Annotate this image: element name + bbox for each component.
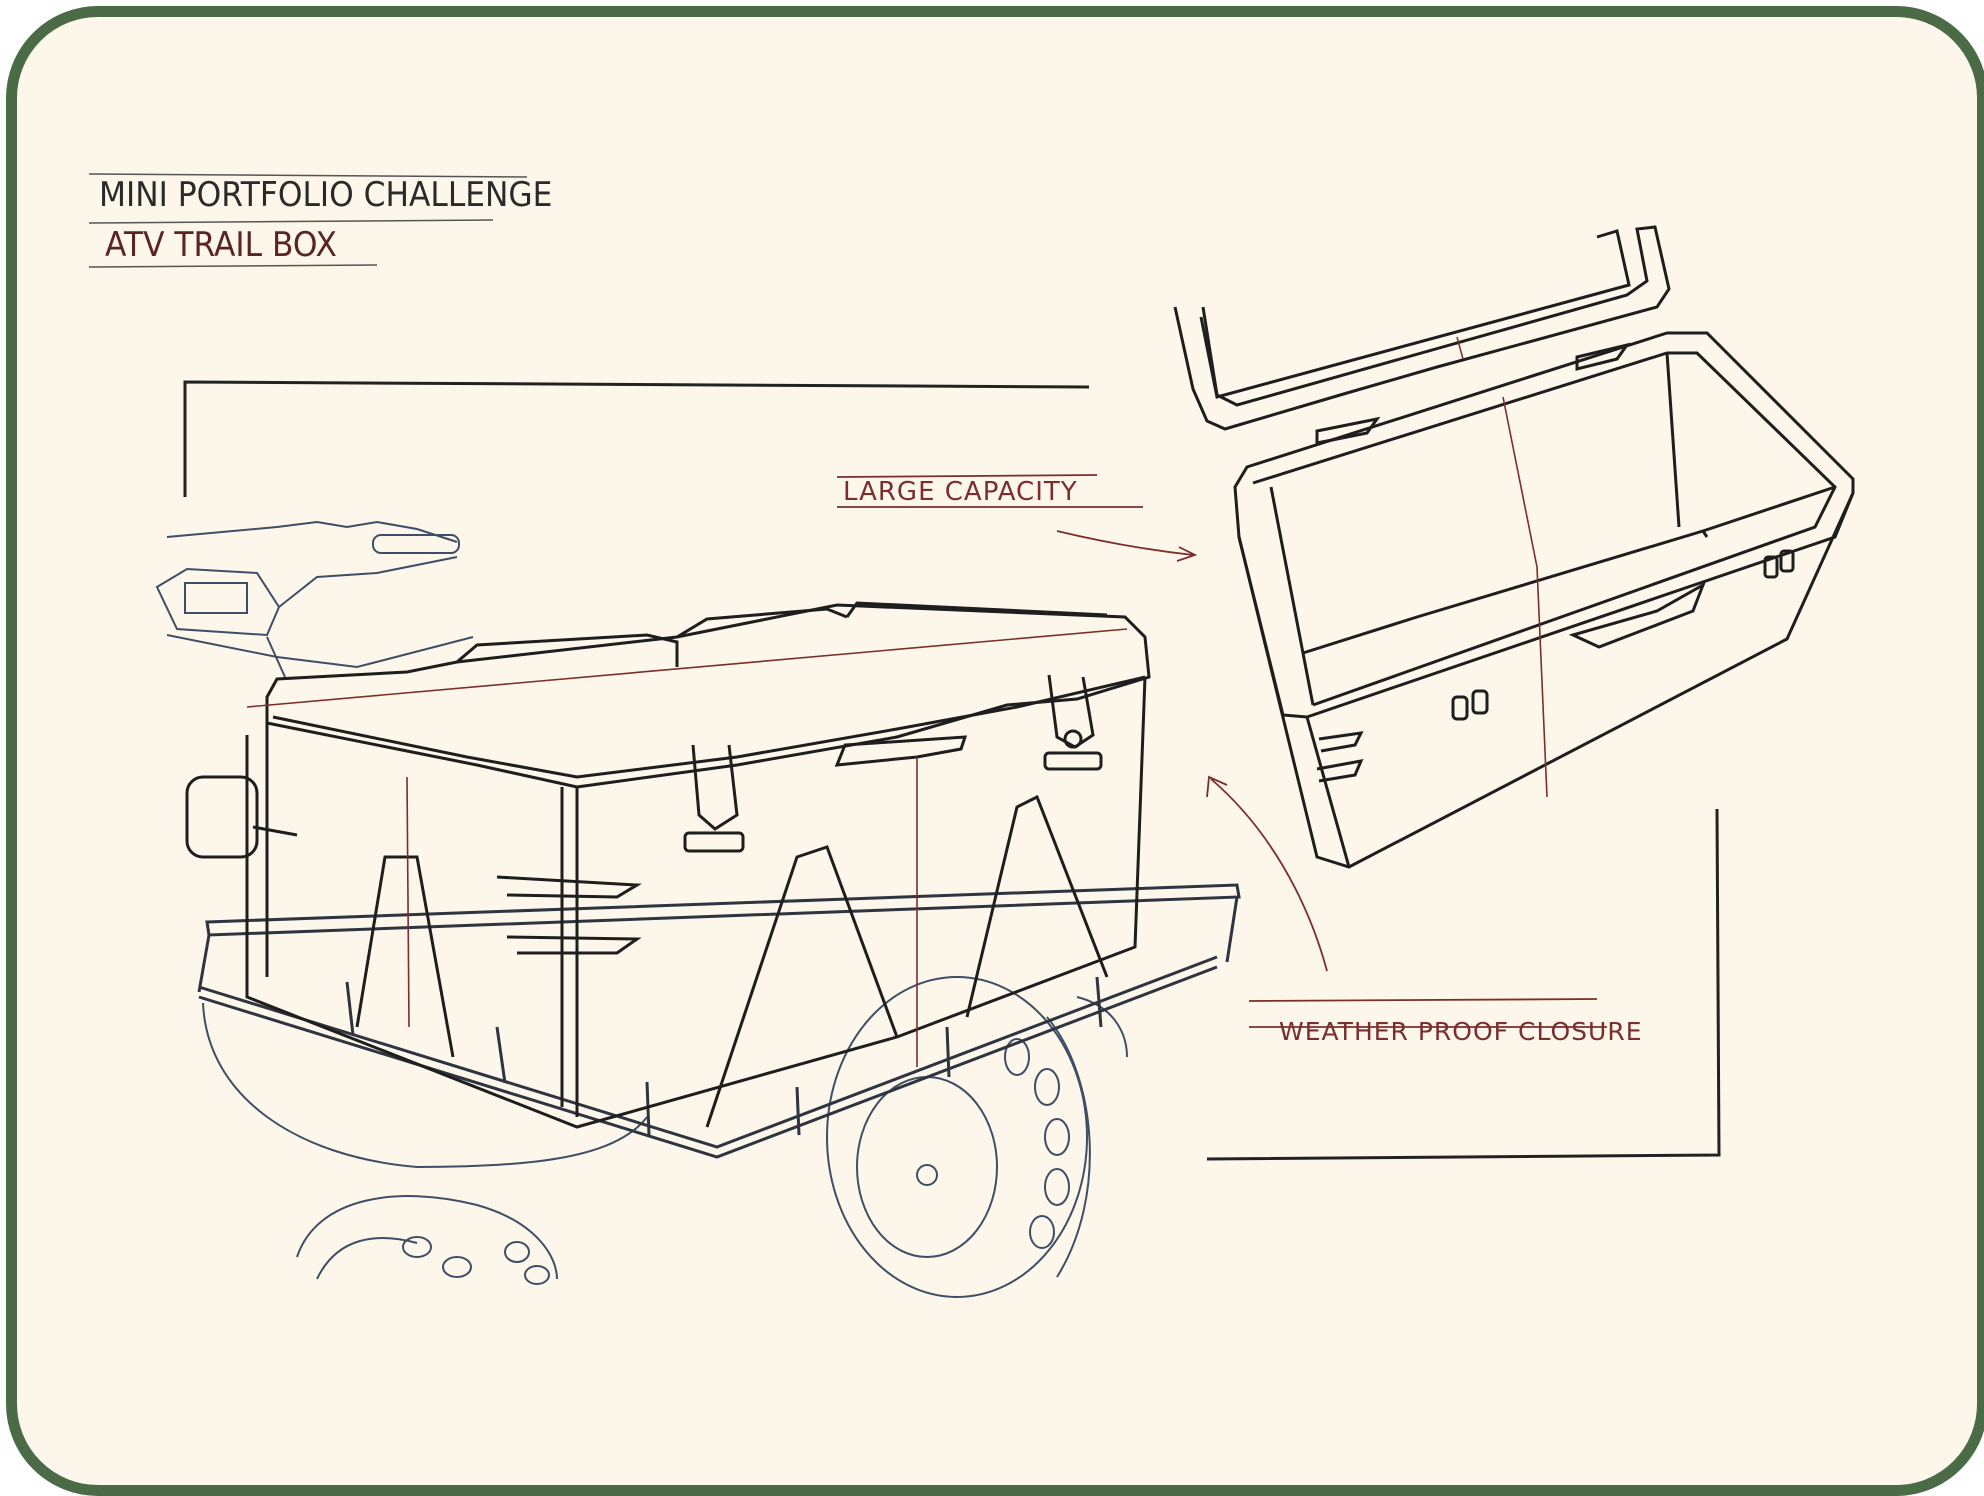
sketch-sheet: MINI PORTFOLIO CHALLENGE ATV TRAIL BOX L… [6, 6, 1984, 1496]
title-line-1: MINI PORTFOLIO CHALLENGE [99, 175, 553, 215]
rack [197, 883, 1241, 1159]
callout-weather-proof: WEATHER PROOF CLOSURE [1279, 1017, 1643, 1046]
title-underlines [88, 173, 528, 268]
callout-large-capacity: LARGE CAPACITY [843, 477, 1078, 507]
atv-wheels [202, 976, 1128, 1298]
callout-lines [836, 474, 1607, 1028]
tread-blobs [402, 1038, 1070, 1285]
title-line-2: ATV TRAIL BOX [105, 225, 337, 265]
sketch-drawing [88, 173, 1855, 1298]
closed-box [185, 601, 1151, 1129]
atv-dash [155, 520, 474, 678]
open-box [1173, 225, 1855, 869]
corner-brackets [183, 380, 1721, 1161]
